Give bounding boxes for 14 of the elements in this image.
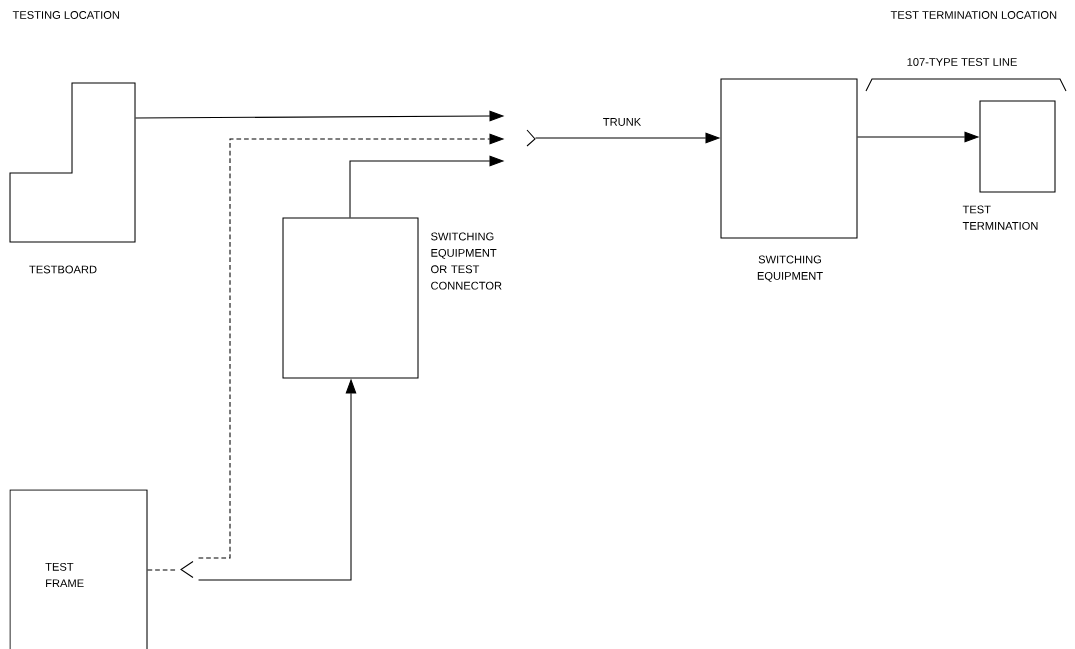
- edge-label: TRUNK: [601, 116, 643, 128]
- process-box: TEST FRAME: [9, 489, 148, 649]
- node-label: TEST TERMINATION: [962, 205, 1038, 230]
- jack-symbol: [526, 129, 536, 147]
- process-box: TEST TERMINATION: [962, 100, 1056, 230]
- node-label: SWITCHING EQUIPMENT: [757, 255, 823, 282]
- node-label: SWITCHING EQUIPMENT OR TEST CONNECTOR: [431, 232, 502, 290]
- process-box: SWITCHING EQUIPMENT: [720, 78, 858, 282]
- process-box: SWITCHING EQUIPMENT OR TEST CONNECTOR: [282, 217, 502, 379]
- jack-symbol: [180, 560, 194, 578]
- heading: TESTING LOCATION: [12, 11, 120, 19]
- heading: TEST TERMINATION LOCATION: [890, 11, 1057, 19]
- bracket-label: 107-TYPE TEST LINE: [907, 58, 1017, 66]
- node-label: TESTBOARD: [29, 265, 97, 274]
